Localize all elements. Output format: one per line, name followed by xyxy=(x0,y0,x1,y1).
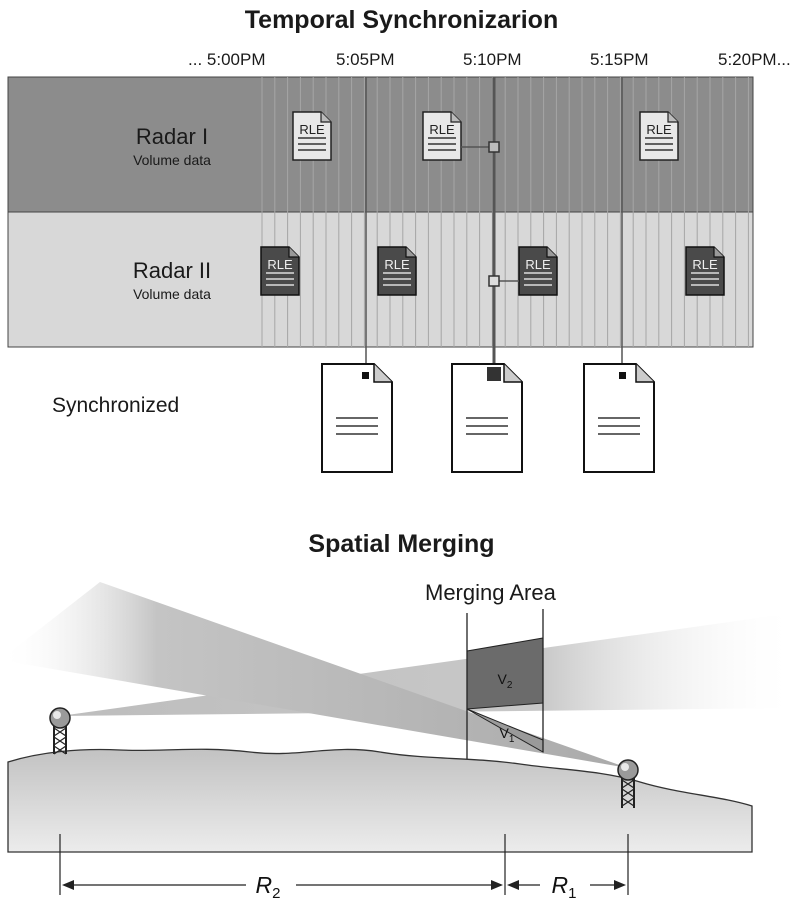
sync-marker xyxy=(488,275,500,287)
rle-tag: RLE xyxy=(646,122,672,137)
radar1-band xyxy=(7,76,754,213)
spatial-title: Spatial Merging xyxy=(308,530,495,558)
terrain xyxy=(7,748,753,853)
radar1-subtitle: Volume data xyxy=(133,152,211,168)
v2-label: V2 xyxy=(498,671,513,691)
synchronized-document-icon xyxy=(451,363,523,473)
sync-marker xyxy=(488,141,500,153)
radar2-title: Radar II xyxy=(132,258,212,283)
rle-tag: RLE xyxy=(299,122,325,137)
time-label-510: 5:10PM xyxy=(463,50,522,69)
time-label-520: 5:20PM... xyxy=(718,50,791,69)
time-label-515: 5:15PM xyxy=(590,50,649,69)
synchronized-document-icon xyxy=(321,363,393,473)
radar-tower-icon xyxy=(617,759,639,808)
rle-tag: RLE xyxy=(429,122,455,137)
rle-tag: RLE xyxy=(267,257,293,272)
temporal-title: Temporal Synchronizarion xyxy=(244,6,559,34)
synchronized-label: Synchronized xyxy=(52,394,180,417)
time-label-505: 5:05PM xyxy=(336,50,395,69)
radar2-beam xyxy=(0,582,628,768)
rle-tag: RLE xyxy=(692,257,718,272)
r2-label: R2 xyxy=(256,872,281,900)
timeline-diagram: RLE RLE RLE RLE RLE RLE RLE xyxy=(7,76,754,473)
radar1-title: Radar I xyxy=(135,124,209,149)
spatial-diagram: V2 V1 R2 R1 xyxy=(0,582,800,900)
rle-tag: RLE xyxy=(525,257,551,272)
rle-tag: RLE xyxy=(384,257,410,272)
radar-tower-icon xyxy=(49,707,71,755)
r1-label: R1 xyxy=(552,872,577,900)
merging-area-label: Merging Area xyxy=(425,580,556,605)
radar2-subtitle: Volume data xyxy=(133,286,211,302)
v1-label: V1 xyxy=(500,725,515,745)
synchronized-document-icon xyxy=(583,363,655,473)
time-label-500: ... 5:00PM xyxy=(188,50,266,69)
